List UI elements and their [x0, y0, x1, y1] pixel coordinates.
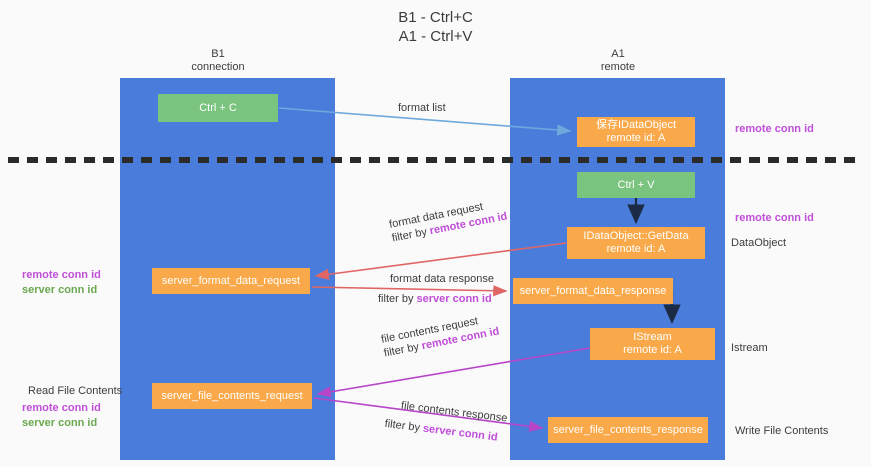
node-idataobject[interactable]: 保存IDataObject remote id: A — [577, 117, 695, 147]
lane-header-a1-name: A1 — [611, 48, 625, 60]
left-label-remote-conn-id-top: remote conn id — [22, 269, 101, 281]
node-idataobject-sub: remote id: A — [606, 132, 666, 144]
lane-header-b1: B1 connection — [155, 48, 281, 74]
node-ctrl-c[interactable]: Ctrl + C — [158, 94, 278, 122]
node-getdata-label: IDataObject::GetData — [583, 230, 689, 242]
edge-label-format-data-request: format data request filter by remote con… — [388, 196, 509, 246]
left-label-conn-ids-bottom: remote conn id server conn id — [22, 401, 101, 431]
node-server-file-contents-request[interactable]: server_file_contents_request — [152, 383, 312, 409]
left-label-server-conn-id-top: server conn id — [22, 284, 98, 296]
left-label-server-conn-id-bottom: server conn id — [22, 417, 98, 429]
title-line-1: B1 - Ctrl+C — [398, 9, 473, 26]
node-getdata-sub: remote id: A — [606, 243, 666, 255]
right-label-dataobject: DataObject — [731, 237, 787, 249]
edge-label-format-list: format list — [398, 101, 446, 115]
edge-label-file-contents-request: file contents request filter by remote c… — [380, 311, 501, 361]
left-label-read-file-contents: Read File Contents — [28, 385, 123, 397]
right-label-remote-conn-id-mid: remote conn id — [735, 212, 814, 224]
node-server-format-data-response-label: server_format_data_response — [519, 284, 667, 297]
right-label-remote-conn-id-top: remote conn id — [735, 123, 814, 135]
node-server-file-contents-response[interactable]: server_file_contents_response — [548, 417, 708, 443]
filter-value-server-conn-id: server conn id — [422, 422, 499, 444]
right-label-write-file-contents: Write File Contents — [735, 425, 829, 437]
edge-label-format-data-response-text: format data response — [390, 273, 494, 285]
edge-label-file-contents-response: file contents response filter by server … — [384, 397, 508, 445]
lane-header-a1: A1 remote — [555, 48, 681, 74]
lane-header-b1-name: B1 — [211, 48, 225, 60]
lane-header-a1-sub: remote — [600, 61, 636, 73]
node-server-file-contents-request-label: server_file_contents_request — [161, 389, 303, 402]
lane-header-b1-sub: connection — [191, 61, 245, 73]
filter-prefix: filter by — [378, 293, 417, 305]
node-server-format-data-response[interactable]: server_format_data_response — [513, 278, 673, 304]
left-label-remote-conn-id-bottom: remote conn id — [22, 402, 101, 414]
node-ctrl-c-label: Ctrl + C — [199, 101, 237, 114]
page-title: B1 - Ctrl+C A1 - Ctrl+V — [0, 8, 871, 46]
filter-prefix: filter by — [383, 417, 424, 435]
node-istream-label: IStream — [633, 331, 672, 343]
node-server-format-data-request-label: server_format_data_request — [161, 274, 301, 287]
title-line-2: A1 - Ctrl+V — [398, 28, 473, 45]
node-ctrl-v[interactable]: Ctrl + V — [577, 172, 695, 198]
edge-label-format-list-text: format list — [398, 102, 446, 114]
node-getdata[interactable]: IDataObject::GetData remote id: A — [567, 227, 705, 259]
left-label-conn-ids-top: remote conn id server conn id — [22, 268, 101, 298]
node-server-format-data-request[interactable]: server_format_data_request — [152, 268, 310, 294]
edge-label-format-data-response: format data response filter by server co… — [378, 272, 494, 306]
node-ctrl-v-label: Ctrl + V — [617, 178, 655, 191]
node-server-file-contents-response-label: server_file_contents_response — [553, 423, 703, 436]
node-istream[interactable]: IStream remote id: A — [590, 328, 715, 360]
filter-value-server-conn-id: server conn id — [416, 293, 492, 305]
node-idataobject-label: 保存IDataObject — [595, 119, 677, 131]
edge-label-format-data-response-filter: filter by server conn id — [378, 292, 494, 306]
node-istream-sub: remote id: A — [623, 344, 682, 356]
phase-separator — [8, 157, 863, 163]
right-label-istream: Istream — [731, 342, 768, 354]
